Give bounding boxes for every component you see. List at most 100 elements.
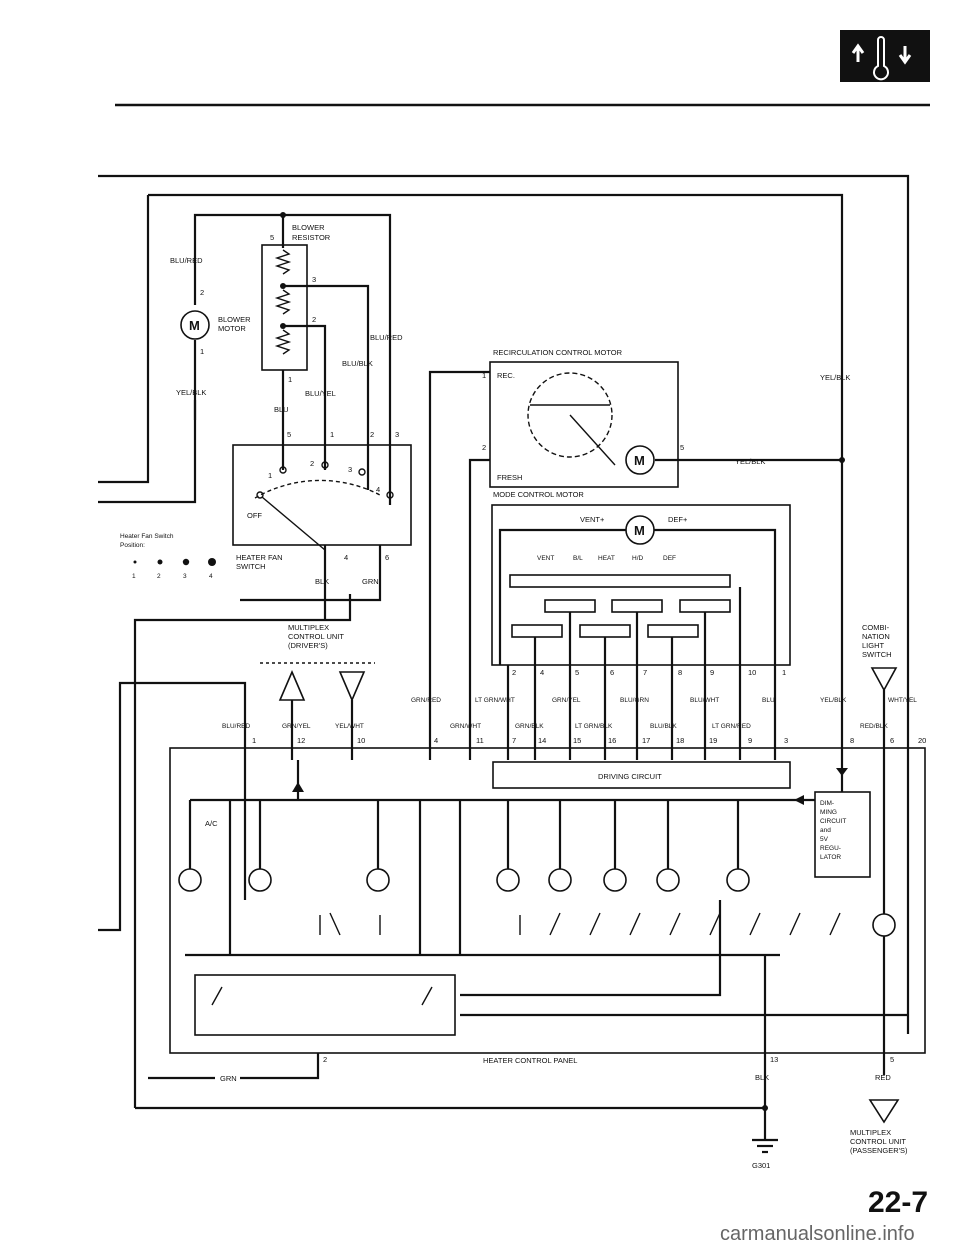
svg-text:YEL/BLK: YEL/BLK (735, 457, 765, 466)
svg-text:(PASSENGER'S): (PASSENGER'S) (850, 1146, 908, 1155)
svg-text:7: 7 (643, 668, 647, 677)
svg-text:3: 3 (348, 465, 352, 474)
svg-text:2: 2 (370, 430, 374, 439)
svg-text:2: 2 (323, 1055, 327, 1064)
svg-text:DIM-: DIM- (820, 800, 834, 807)
svg-text:3: 3 (183, 573, 187, 580)
multiplex-driver: MULTIPLEX CONTROL UNIT (DRIVER'S) (260, 623, 375, 760)
svg-text:GRN/WHT: GRN/WHT (450, 723, 481, 730)
svg-text:5: 5 (287, 430, 291, 439)
svg-text:3: 3 (312, 275, 316, 284)
svg-text:19: 19 (709, 736, 717, 745)
svg-text:YEL/WHT: YEL/WHT (335, 723, 364, 730)
svg-text:YEL/BLK: YEL/BLK (176, 388, 206, 397)
svg-text:2: 2 (157, 573, 161, 580)
svg-text:M: M (189, 318, 200, 333)
recirc-motor-label: RECIRCULATION CONTROL MOTOR (493, 348, 623, 357)
svg-text:MULTIPLEX: MULTIPLEX (288, 623, 329, 632)
svg-text:H/D: H/D (632, 555, 644, 562)
svg-text:CIRCUIT: CIRCUIT (820, 818, 846, 825)
svg-text:BLK: BLK (315, 577, 329, 586)
svg-text:9: 9 (710, 668, 714, 677)
svg-text:8: 8 (678, 668, 682, 677)
svg-text:OFF: OFF (247, 511, 262, 520)
svg-text:5: 5 (890, 1055, 894, 1064)
svg-text:MULTIPLEX: MULTIPLEX (850, 1128, 891, 1137)
svg-text:LT GRN/WHT: LT GRN/WHT (475, 697, 515, 704)
svg-text:7: 7 (512, 736, 516, 745)
svg-text:M: M (634, 453, 645, 468)
svg-text:GRN: GRN (220, 1074, 237, 1083)
combination-light-switch: COMBI- NATION LIGHT SWITCH (840, 460, 898, 760)
heater-fan-switch: 5 1 2 3 1 2 3 4 OFF 4 6 HEATER FAN SWITC… (120, 430, 412, 620)
svg-text:RESISTOR: RESISTOR (292, 233, 331, 242)
svg-text:5: 5 (680, 443, 684, 452)
thermometer-up-down-icon (873, 36, 889, 81)
svg-text:BLU/RED: BLU/RED (222, 723, 250, 730)
svg-text:BLU/YEL: BLU/YEL (305, 389, 336, 398)
svg-text:VENT: VENT (537, 555, 554, 562)
svg-text:1: 1 (252, 736, 256, 745)
svg-text:10: 10 (748, 668, 756, 677)
svg-text:5: 5 (575, 668, 579, 677)
svg-text:10: 10 (357, 736, 365, 745)
svg-text:REC.: REC. (497, 371, 515, 380)
svg-text:GRN/YEL: GRN/YEL (282, 723, 311, 730)
svg-text:BLU/BLK: BLU/BLK (342, 359, 373, 368)
svg-text:WHT/YEL: WHT/YEL (888, 697, 917, 704)
svg-text:DEF: DEF (663, 555, 676, 562)
recirculation-motor: M RECIRCULATION CONTROL MOTOR REC. FRESH… (428, 348, 850, 760)
page-number: 22-7 (868, 1186, 928, 1219)
svg-text:14: 14 (538, 736, 546, 745)
svg-text:A/C: A/C (205, 819, 218, 828)
ground-label: G301 (752, 1161, 770, 1170)
svg-text:Position:: Position: (120, 542, 145, 549)
bottom-connections: GRN 2 13 5 BLK RED G301 MULTIPLEX CONTRO… (135, 1053, 908, 1170)
svg-text:5: 5 (270, 233, 274, 242)
svg-text:CONTROL UNIT: CONTROL UNIT (288, 632, 344, 641)
svg-text:DEF+: DEF+ (668, 515, 688, 524)
mode-motor-wires: 2 4 5 6 7 8 9 10 1 (506, 587, 786, 760)
svg-text:17: 17 (642, 736, 650, 745)
svg-text:1: 1 (132, 573, 136, 580)
svg-text:6: 6 (385, 553, 389, 562)
svg-text:12: 12 (297, 736, 305, 745)
switch-contacts (319, 912, 841, 936)
svg-text:2: 2 (310, 459, 314, 468)
svg-text:16: 16 (608, 736, 616, 745)
heater-control-panel: 1 12 10 4 11 7 14 15 16 17 18 19 9 3 8 6… (169, 736, 926, 1108)
svg-text:3: 3 (395, 430, 399, 439)
svg-text:11: 11 (476, 736, 484, 745)
svg-text:20: 20 (918, 736, 926, 745)
svg-text:4: 4 (344, 553, 348, 562)
svg-text:(DRIVER'S): (DRIVER'S) (288, 641, 328, 650)
svg-text:1: 1 (482, 371, 486, 380)
svg-text:2: 2 (512, 668, 516, 677)
svg-text:BLU: BLU (762, 697, 775, 704)
svg-text:YEL/BLK: YEL/BLK (820, 373, 850, 382)
svg-text:Heater Fan Switch: Heater Fan Switch (120, 533, 174, 540)
svg-text:4: 4 (434, 736, 438, 745)
svg-text:13: 13 (770, 1055, 778, 1064)
svg-text:6: 6 (890, 736, 894, 745)
svg-text:1: 1 (268, 471, 272, 480)
svg-text:3: 3 (784, 736, 788, 745)
header-icon (840, 30, 930, 82)
svg-text:2: 2 (200, 288, 204, 297)
heater-fan-switch-label: HEATER FAN (236, 553, 283, 562)
indicator-lamps (178, 868, 896, 937)
svg-text:2: 2 (482, 443, 486, 452)
svg-text:RED/BLK: RED/BLK (860, 723, 888, 730)
svg-text:M: M (634, 523, 645, 538)
svg-text:4: 4 (209, 573, 213, 580)
svg-text:SWITCH: SWITCH (236, 562, 266, 571)
svg-text:LT GRN/BLK: LT GRN/BLK (575, 723, 613, 730)
svg-text:BLU/WHT: BLU/WHT (690, 697, 719, 704)
svg-text:BLU/GRN: BLU/GRN (620, 697, 649, 704)
svg-text:REGU-: REGU- (820, 845, 841, 852)
svg-text:GRN/BLK: GRN/BLK (515, 723, 544, 730)
svg-text:5V: 5V (820, 836, 829, 843)
svg-text:9: 9 (748, 736, 752, 745)
svg-text:SWITCH: SWITCH (862, 650, 892, 659)
svg-text:BLU/RED: BLU/RED (170, 256, 203, 265)
